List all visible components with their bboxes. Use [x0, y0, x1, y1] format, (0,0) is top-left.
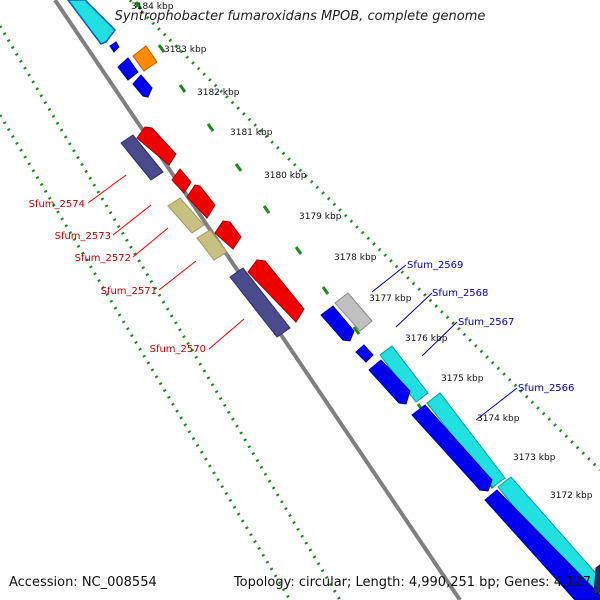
gene-label[interactable]: Sfum_2568 [432, 288, 488, 299]
genome-summary-text: Topology: circular; Length: 4,990,251 bp… [233, 575, 591, 590]
left-gene-labels: Sfum_2574 Sfum_2573 Sfum_2572 Sfum_2571 … [29, 199, 206, 355]
gene-sfum-2570-block[interactable] [229, 267, 291, 338]
kbp-label: 3177 kbp [369, 294, 412, 304]
right-gene-labels: Sfum_2569 Sfum_2568 Sfum_2567 Sfum_2566 [407, 260, 574, 394]
kbp-tick-labels: 3184 kbp 3183 kbp 3182 kbp 3181 kbp 3180… [131, 2, 593, 501]
gene-blue-long-2[interactable] [484, 489, 600, 600]
kbp-label: 3183 kbp [164, 45, 207, 55]
gene-label[interactable]: Sfum_2570 [150, 344, 206, 355]
gene-red-arrow-2[interactable] [171, 168, 192, 194]
gene-label[interactable]: Sfum_2572 [75, 253, 131, 264]
gene-label[interactable]: Sfum_2569 [407, 260, 463, 271]
accession-text: Accession: NC_008554 [9, 575, 157, 590]
gene-blue-small-mid[interactable] [355, 344, 374, 363]
kbp-label: 3180 kbp [264, 171, 307, 181]
gene-label[interactable]: Sfum_2574 [29, 199, 85, 210]
kbp-label: 3173 kbp [513, 453, 556, 463]
gene-red-arrow-5[interactable] [247, 259, 305, 323]
gene-blue-arrow-mid[interactable] [368, 359, 411, 405]
gene-blue-top-2[interactable] [132, 74, 153, 98]
gene-red-arrow-1[interactable] [136, 126, 177, 166]
kbp-label: 3172 kbp [550, 491, 593, 501]
gene-orange[interactable] [132, 45, 158, 72]
outer-dotted-track [128, 0, 600, 472]
gene-sfum-2573-block[interactable] [167, 197, 205, 234]
gene-red-arrow-4[interactable] [214, 220, 242, 250]
gene-sfum-2572-block[interactable] [196, 229, 228, 261]
gene-blue-top-1[interactable] [117, 57, 139, 81]
kbp-label: 3174 kbp [477, 414, 520, 424]
kbp-label: 3184 kbp [131, 2, 174, 12]
kbp-label: 3175 kbp [441, 374, 484, 384]
map-title: Syntrophobacter fumaroxidans MPOB, compl… [114, 9, 486, 24]
gene-blue-mid[interactable] [320, 305, 355, 342]
gene-red-arrow-3[interactable] [186, 184, 216, 219]
gene-sfum-2574-block[interactable] [120, 134, 164, 181]
gene-label[interactable]: Sfum_2571 [101, 286, 157, 297]
gene-cyan-top[interactable] [67, 0, 116, 45]
kbp-label: 3178 kbp [334, 253, 377, 263]
kbp-label: 3176 kbp [405, 334, 448, 344]
gene-blue-top-small[interactable] [109, 41, 120, 53]
gene-label[interactable]: Sfum_2567 [458, 317, 514, 328]
kbp-label: 3181 kbp [230, 128, 273, 138]
kbp-label: 3179 kbp [299, 212, 342, 222]
gene-blue-long-1[interactable] [411, 404, 493, 492]
gene-label[interactable]: Sfum_2566 [518, 383, 574, 394]
right-leader-lines [371, 264, 518, 421]
left-leader-lines [87, 174, 245, 350]
gene-navy-bottom[interactable] [593, 564, 600, 595]
gene-gray[interactable] [334, 292, 373, 332]
kbp-label: 3182 kbp [197, 88, 240, 98]
inner-dotted-track [0, 114, 292, 600]
gene-label[interactable]: Sfum_2573 [55, 231, 111, 242]
